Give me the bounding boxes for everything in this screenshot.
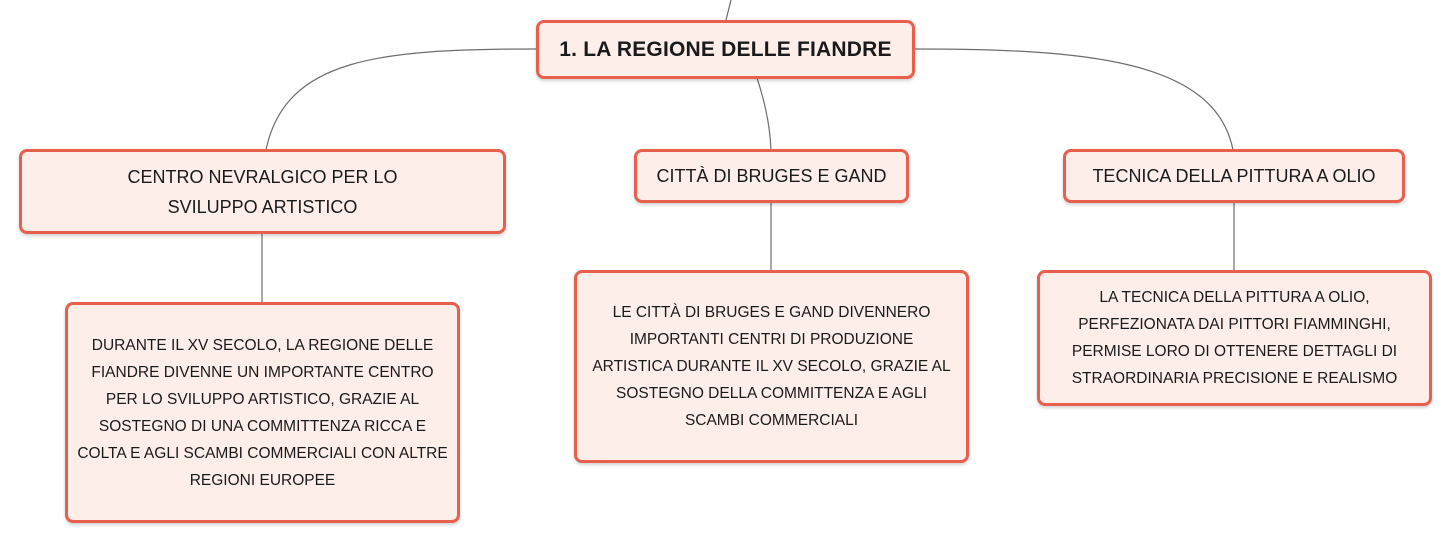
- detail-tecnica-pittura-olio-text: LA TECNICA DELLA PITTURA A OLIO, PERFEZI…: [1071, 289, 1398, 387]
- detail-centro-nevralgico[interactable]: DURANTE IL XV SECOLO, LA REGIONE DELLE F…: [65, 302, 460, 523]
- connector-root-to-tecnica: [913, 48, 1234, 151]
- topic-citta-bruges-gand-label: CITTÀ DI BRUGES E GAND: [656, 166, 887, 186]
- topic-tecnica-pittura-olio-label: TECNICA DELLA PITTURA A OLIO: [1092, 166, 1376, 186]
- connector-from-parent: [725, 0, 732, 21]
- detail-centro-nevralgico-text: DURANTE IL XV SECOLO, LA REGIONE DELLE F…: [77, 336, 448, 489]
- detail-tecnica-pittura-olio[interactable]: LA TECNICA DELLA PITTURA A OLIO, PERFEZI…: [1037, 270, 1432, 406]
- root-topic-label: 1. LA REGIONE DELLE FIANDRE: [559, 37, 892, 61]
- connector-root-to-citta: [756, 77, 772, 151]
- connector-root-to-centro: [265, 48, 537, 151]
- detail-citta-bruges-gand-text: LE CITTÀ DI BRUGES E GAND DIVENNERO IMPO…: [592, 304, 951, 429]
- detail-citta-bruges-gand[interactable]: LE CITTÀ DI BRUGES E GAND DIVENNERO IMPO…: [574, 270, 969, 463]
- root-topic[interactable]: 1. LA REGIONE DELLE FIANDRE: [536, 20, 915, 79]
- topic-centro-nevralgico-label: CENTRO NEVRALGICO PER LO SVILUPPO ARTIST…: [127, 166, 398, 217]
- topic-centro-nevralgico[interactable]: CENTRO NEVRALGICO PER LO SVILUPPO ARTIST…: [19, 149, 506, 234]
- topic-tecnica-pittura-olio[interactable]: TECNICA DELLA PITTURA A OLIO: [1063, 149, 1405, 203]
- topic-citta-bruges-gand[interactable]: CITTÀ DI BRUGES E GAND: [634, 149, 909, 203]
